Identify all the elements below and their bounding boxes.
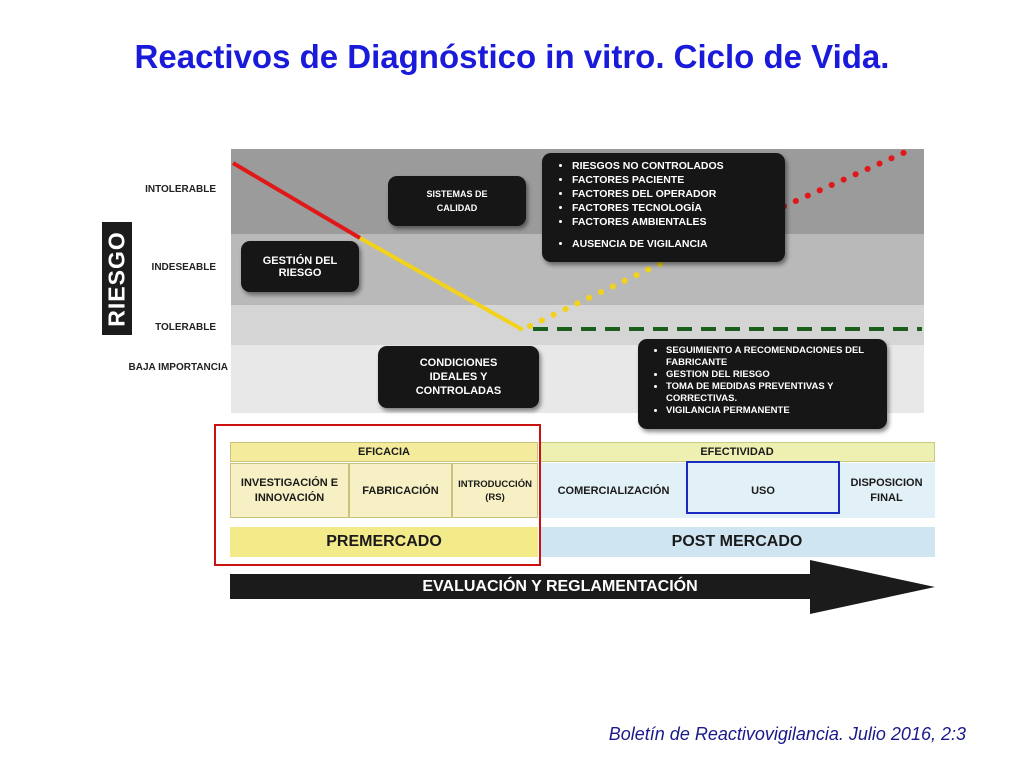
phase-disposicion: DISPOSICION FINAL <box>838 463 935 518</box>
seguimiento-item: TOMA DE MEDIDAS PREVENTIVAS Y CORRECTIVA… <box>666 381 887 405</box>
seguimiento-item: GESTION DEL RIESGO <box>666 369 887 381</box>
seguimiento-item: VIGILANCIA PERMANENTE <box>666 405 887 417</box>
riesgo-item: FACTORES AMBIENTALES <box>572 215 785 229</box>
level-intolerable: INTOLERABLE <box>145 184 216 195</box>
riesgo-item: FACTORES TECNOLOGÍA <box>572 201 785 215</box>
riesgos-no-controlados-box: RIESGOS NO CONTROLADOS FACTORES PACIENTE… <box>542 153 785 262</box>
gestion-riesgo-box: GESTIÓN DEL RIESGO <box>241 241 359 292</box>
phase-uso: USO <box>688 463 838 518</box>
phase-investigacion: INVESTIGACIÓN E INNOVACIÓN <box>230 463 349 518</box>
level-indeseable: INDESEABLE <box>151 262 216 273</box>
uso-frame <box>686 461 840 514</box>
condiciones-box: CONDICIONES IDEALES Y CONTROLADAS <box>378 346 539 408</box>
riesgo-item: FACTORES DEL OPERADOR <box>572 187 785 201</box>
efectividad-header: EFECTIVIDAD <box>539 442 935 462</box>
postmercado-bar: POST MERCADO <box>539 527 935 557</box>
evaluacion-label: EVALUACIÓN Y REGLAMENTACIÓN <box>422 578 698 595</box>
level-tolerable: TOLERABLE <box>155 322 216 333</box>
citation: Boletín de Reactivovigilancia. Julio 201… <box>608 724 966 744</box>
riesgo-axis-label: RIESGO <box>102 222 132 335</box>
phase-comercializacion: COMERCIALIZACIÓN <box>539 463 688 518</box>
riesgo-item: AUSENCIA DE VIGILANCIA <box>572 237 785 251</box>
seguimiento-box: SEGUIMIENTO A RECOMENDACIONES DEL FABRIC… <box>638 339 887 429</box>
sistemas-calidad-box: SISTEMAS DE CALIDAD <box>388 176 526 226</box>
eficacia-header: EFICACIA <box>230 442 538 462</box>
phase-fabricacion: FABRICACIÓN <box>349 463 452 518</box>
riesgo-item: FACTORES PACIENTE <box>572 173 785 187</box>
level-baja-importancia: BAJA IMPORTANCIA <box>128 362 228 373</box>
premercado-frame <box>214 424 541 566</box>
riesgo-item: RIESGOS NO CONTROLADOS <box>572 159 785 173</box>
slide-title: Reactivos de Diagnóstico in vitro. Ciclo… <box>134 38 890 75</box>
phase-introduccion: INTRODUCCIÓN (RS) <box>452 463 538 518</box>
premercado-bar: PREMERCADO <box>230 527 538 557</box>
seguimiento-item: SEGUIMIENTO A RECOMENDACIONES DEL FABRIC… <box>666 345 887 369</box>
